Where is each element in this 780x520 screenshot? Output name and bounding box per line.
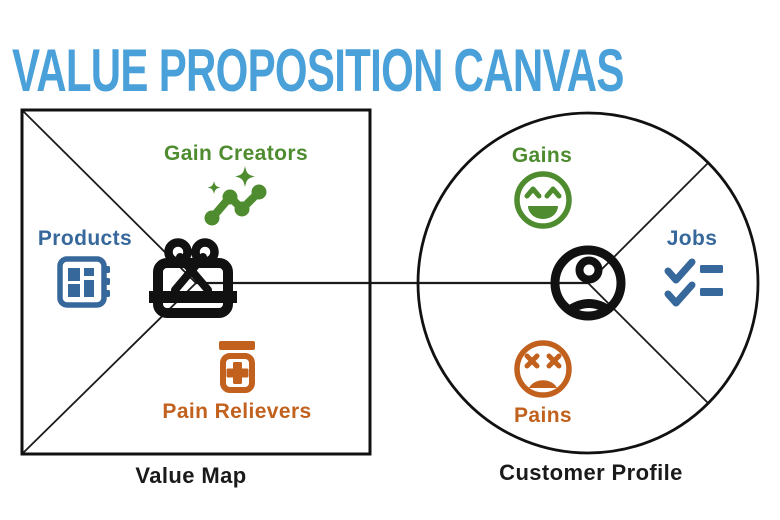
circle-ray-upper: [587, 162, 709, 284]
caption-value-map: Value Map: [135, 463, 247, 488]
customer-icon: [550, 245, 626, 321]
sad-face-icon: [514, 340, 572, 398]
customer-profile-circle: [416, 111, 760, 455]
gift-icon: [149, 238, 237, 318]
value-map-square: [20, 108, 372, 456]
label-gains: Gains: [511, 144, 573, 167]
label-jobs: Jobs: [666, 227, 718, 250]
page-title: VALUE PROPOSITION CANVAS: [12, 37, 624, 104]
label-pains: Pains: [513, 404, 573, 427]
growth-chart-sparkle-icon: [204, 166, 267, 226]
happy-face-icon: [514, 171, 572, 229]
medicine-bottle-icon: [219, 341, 255, 393]
label-products: Products: [37, 227, 133, 250]
product-chip-icon: [57, 256, 110, 308]
circle-ray-lower: [587, 282, 709, 404]
label-gain-creators: Gain Creators: [163, 142, 309, 165]
label-pain-relievers: Pain Relievers: [162, 400, 312, 423]
caption-customer-profile: Customer Profile: [499, 460, 683, 485]
checklist-icon: [664, 258, 723, 307]
